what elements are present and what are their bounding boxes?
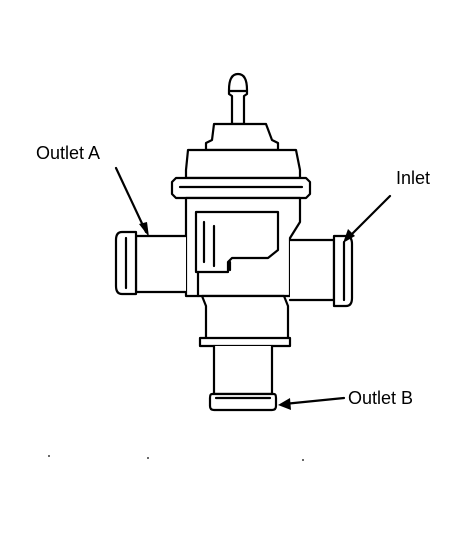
diaphragm-housing — [170, 122, 312, 200]
inlet-leader-arrow — [343, 194, 392, 243]
outlet-a-label: Outlet A — [36, 143, 101, 163]
inlet-label: Inlet — [396, 168, 431, 188]
vacuum-nipple — [227, 72, 249, 126]
outlet-a-leader-arrow — [114, 166, 149, 237]
valve-body — [184, 196, 302, 298]
outlet-b-pipe — [198, 294, 292, 412]
scan-specks — [48, 455, 304, 461]
outlet-b-label: Outlet B — [348, 388, 414, 408]
outlet-a-pipe — [114, 230, 188, 296]
inlet-pipe — [288, 234, 354, 308]
outlet-b-leader-arrow — [278, 396, 346, 410]
